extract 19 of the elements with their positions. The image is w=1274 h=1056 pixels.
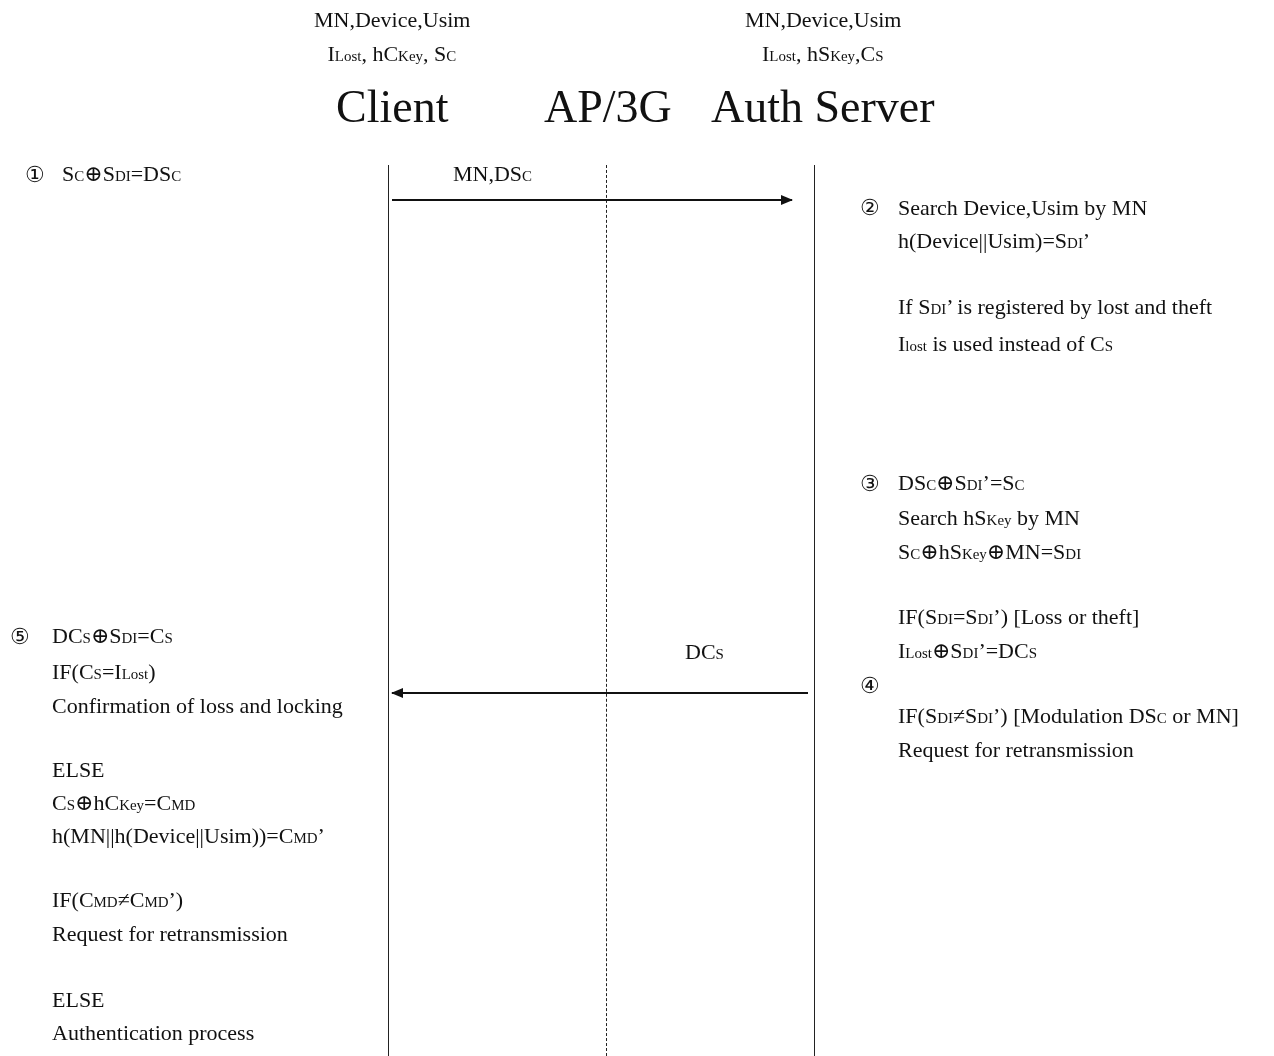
step-number: ⑤ <box>10 623 30 651</box>
step-number: ① <box>25 161 45 189</box>
step-note: Search Device,Usim by MN <box>898 194 1148 222</box>
step-number: ④ <box>860 672 880 700</box>
step-note: Confirmation of loss and locking <box>52 692 343 720</box>
participant-attributes: MN,Device,Usim <box>745 6 902 34</box>
step-number: ② <box>860 194 880 222</box>
step-number: ③ <box>860 470 880 498</box>
participant-name: AP/3G <box>544 80 672 134</box>
step-note: Authentication process <box>52 1019 255 1047</box>
step-note: Request for retransmission <box>52 920 288 948</box>
step-note: Request for retransmission <box>898 736 1134 764</box>
participant-attributes: MN,Device,Usim <box>314 6 471 34</box>
participant-name: Auth Server <box>711 80 935 134</box>
message-arrow <box>391 195 793 205</box>
message-arrow <box>391 688 809 698</box>
step-note: ELSE <box>52 756 105 784</box>
step-note: ELSE <box>52 986 105 1014</box>
participant-name: Client <box>336 80 449 134</box>
